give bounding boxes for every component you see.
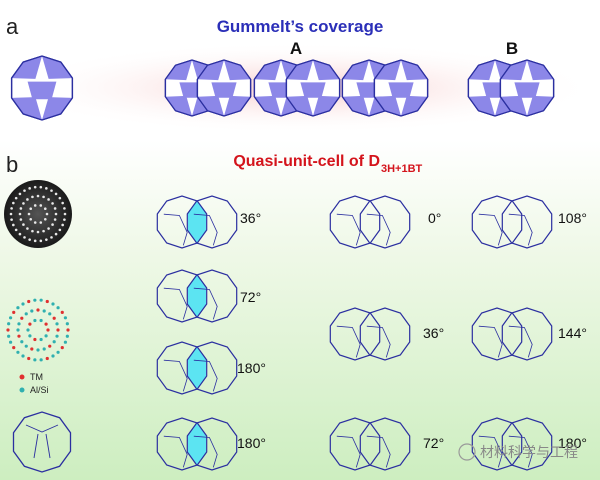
single-cell-decagon — [12, 411, 72, 473]
angle-right-1: 108° — [558, 210, 587, 226]
angle-left-4: 180° — [237, 435, 266, 451]
cell-pair-6 — [329, 307, 411, 361]
label-A: A — [290, 39, 302, 58]
gummelt-decagon — [10, 55, 74, 121]
watermark-icon — [458, 443, 476, 461]
atomic-structure-model — [6, 298, 70, 362]
cell-pair-9 — [471, 307, 553, 361]
cell-pair-5 — [329, 195, 411, 249]
angle-mid-3: 72° — [423, 435, 444, 451]
gummelt-pair-right-2 — [285, 59, 341, 117]
cell-pair-8 — [471, 195, 553, 249]
single-cell-skeleton-top — [25, 424, 59, 433]
panel-b-title-subscript: 3H+1BT — [381, 163, 423, 175]
tem-image — [4, 180, 72, 248]
panel-b-bg — [0, 140, 600, 480]
legend-alsi-label: Al/Si — [30, 385, 49, 395]
panel-a-letter: a — [6, 14, 19, 39]
panel-b-title: Quasi-unit-cell of D — [233, 153, 380, 170]
panel-b-letter: b — [6, 152, 18, 177]
cell-pair-10 — [471, 417, 553, 471]
angle-right-3: 180° — [558, 435, 587, 451]
legend: TM Al/Si — [19, 372, 49, 395]
cell-pair-4 — [156, 417, 238, 471]
decagon-coverage-group — [10, 55, 555, 121]
cell-pair-7 — [329, 417, 411, 471]
gummelt-pair-right-3 — [373, 59, 429, 117]
cell-pair-1 — [156, 195, 238, 249]
label-B: B — [506, 39, 518, 58]
single-cell-skeleton-left — [33, 433, 39, 459]
single-cell-skeleton-right — [45, 433, 51, 459]
legend-alsi-dot — [19, 387, 25, 393]
quasi-unit-cell-group — [12, 195, 553, 473]
gummelt-pair-right-4 — [499, 59, 555, 117]
angle-left-1: 36° — [240, 210, 261, 226]
panel-a-title: Gummelt’s coverage — [217, 17, 384, 36]
legend-tm-dot — [19, 374, 25, 380]
angle-mid-1: 0° — [428, 210, 441, 226]
angle-mid-2: 36° — [423, 325, 444, 341]
gummelt-pair-right-1 — [196, 59, 252, 117]
legend-tm-label: TM — [30, 372, 43, 382]
cell-pair-3 — [156, 341, 238, 395]
watermark: 材料科学与工程 — [458, 443, 578, 461]
angle-left-2: 72° — [240, 289, 261, 305]
angle-right-2: 144° — [558, 325, 587, 341]
cell-pair-2 — [156, 269, 238, 323]
watermark-text: 材料科学与工程 — [480, 445, 578, 461]
angle-left-3: 180° — [237, 360, 266, 376]
